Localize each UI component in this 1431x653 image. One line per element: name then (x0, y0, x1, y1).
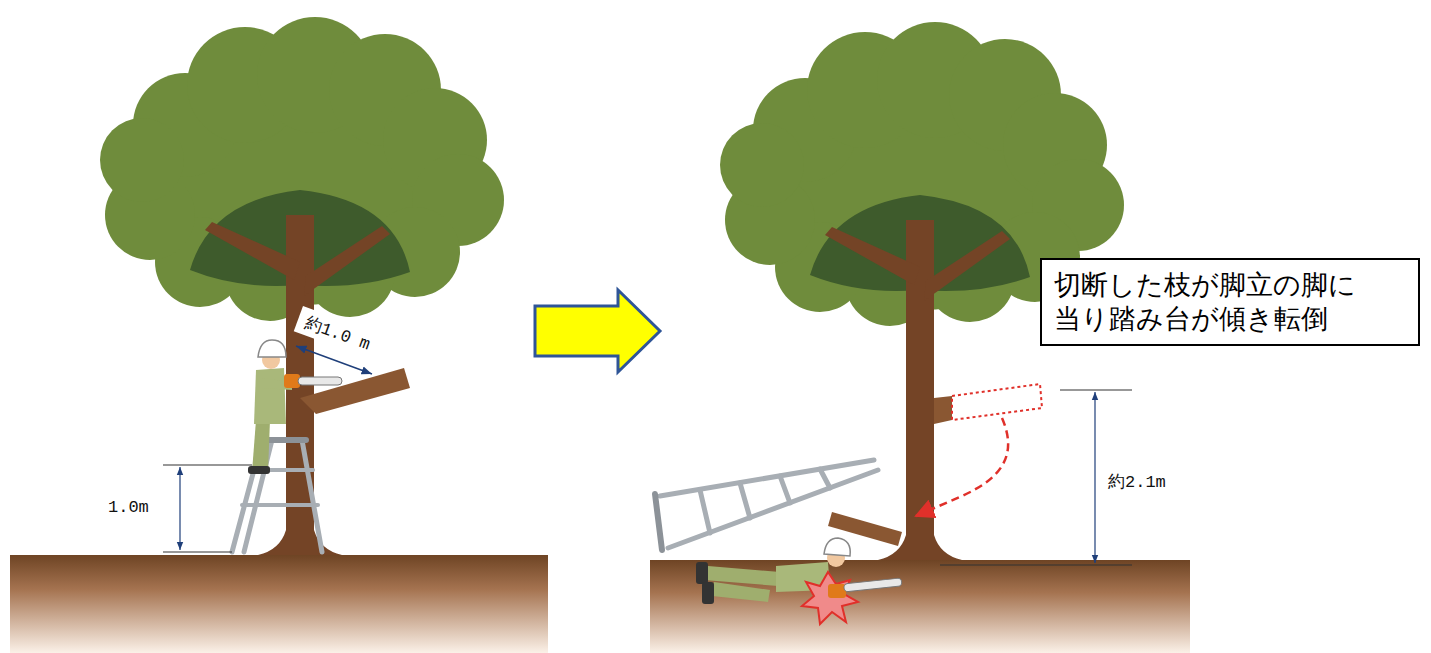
callout-text: 切断した枝が脚立の脚に 当り踏み台が傾き転倒 (1054, 268, 1406, 336)
dimension-label: 1.0m (108, 498, 149, 517)
stepladder (232, 440, 322, 552)
fallen-stepladder (655, 460, 878, 550)
chainsaw (284, 374, 342, 388)
chainsaw (828, 578, 902, 598)
dimension-line (163, 465, 252, 552)
ground (10, 555, 548, 653)
callout-box: 切断した枝が脚立の脚に 当り踏み台が傾き転倒 (1040, 258, 1420, 346)
worker (248, 340, 292, 474)
dimension-line (940, 390, 1132, 565)
fall-path (916, 418, 1008, 516)
tree (100, 17, 504, 555)
impact-mark (802, 572, 858, 624)
dimension-label: 約2.1m (1108, 470, 1166, 493)
transition-arrow (535, 290, 660, 372)
ground (650, 560, 1190, 653)
branch-stub (934, 396, 952, 424)
branch (300, 368, 410, 414)
dimension-label: 約1.0 m (294, 306, 382, 360)
original-branch-outline (952, 384, 1042, 420)
